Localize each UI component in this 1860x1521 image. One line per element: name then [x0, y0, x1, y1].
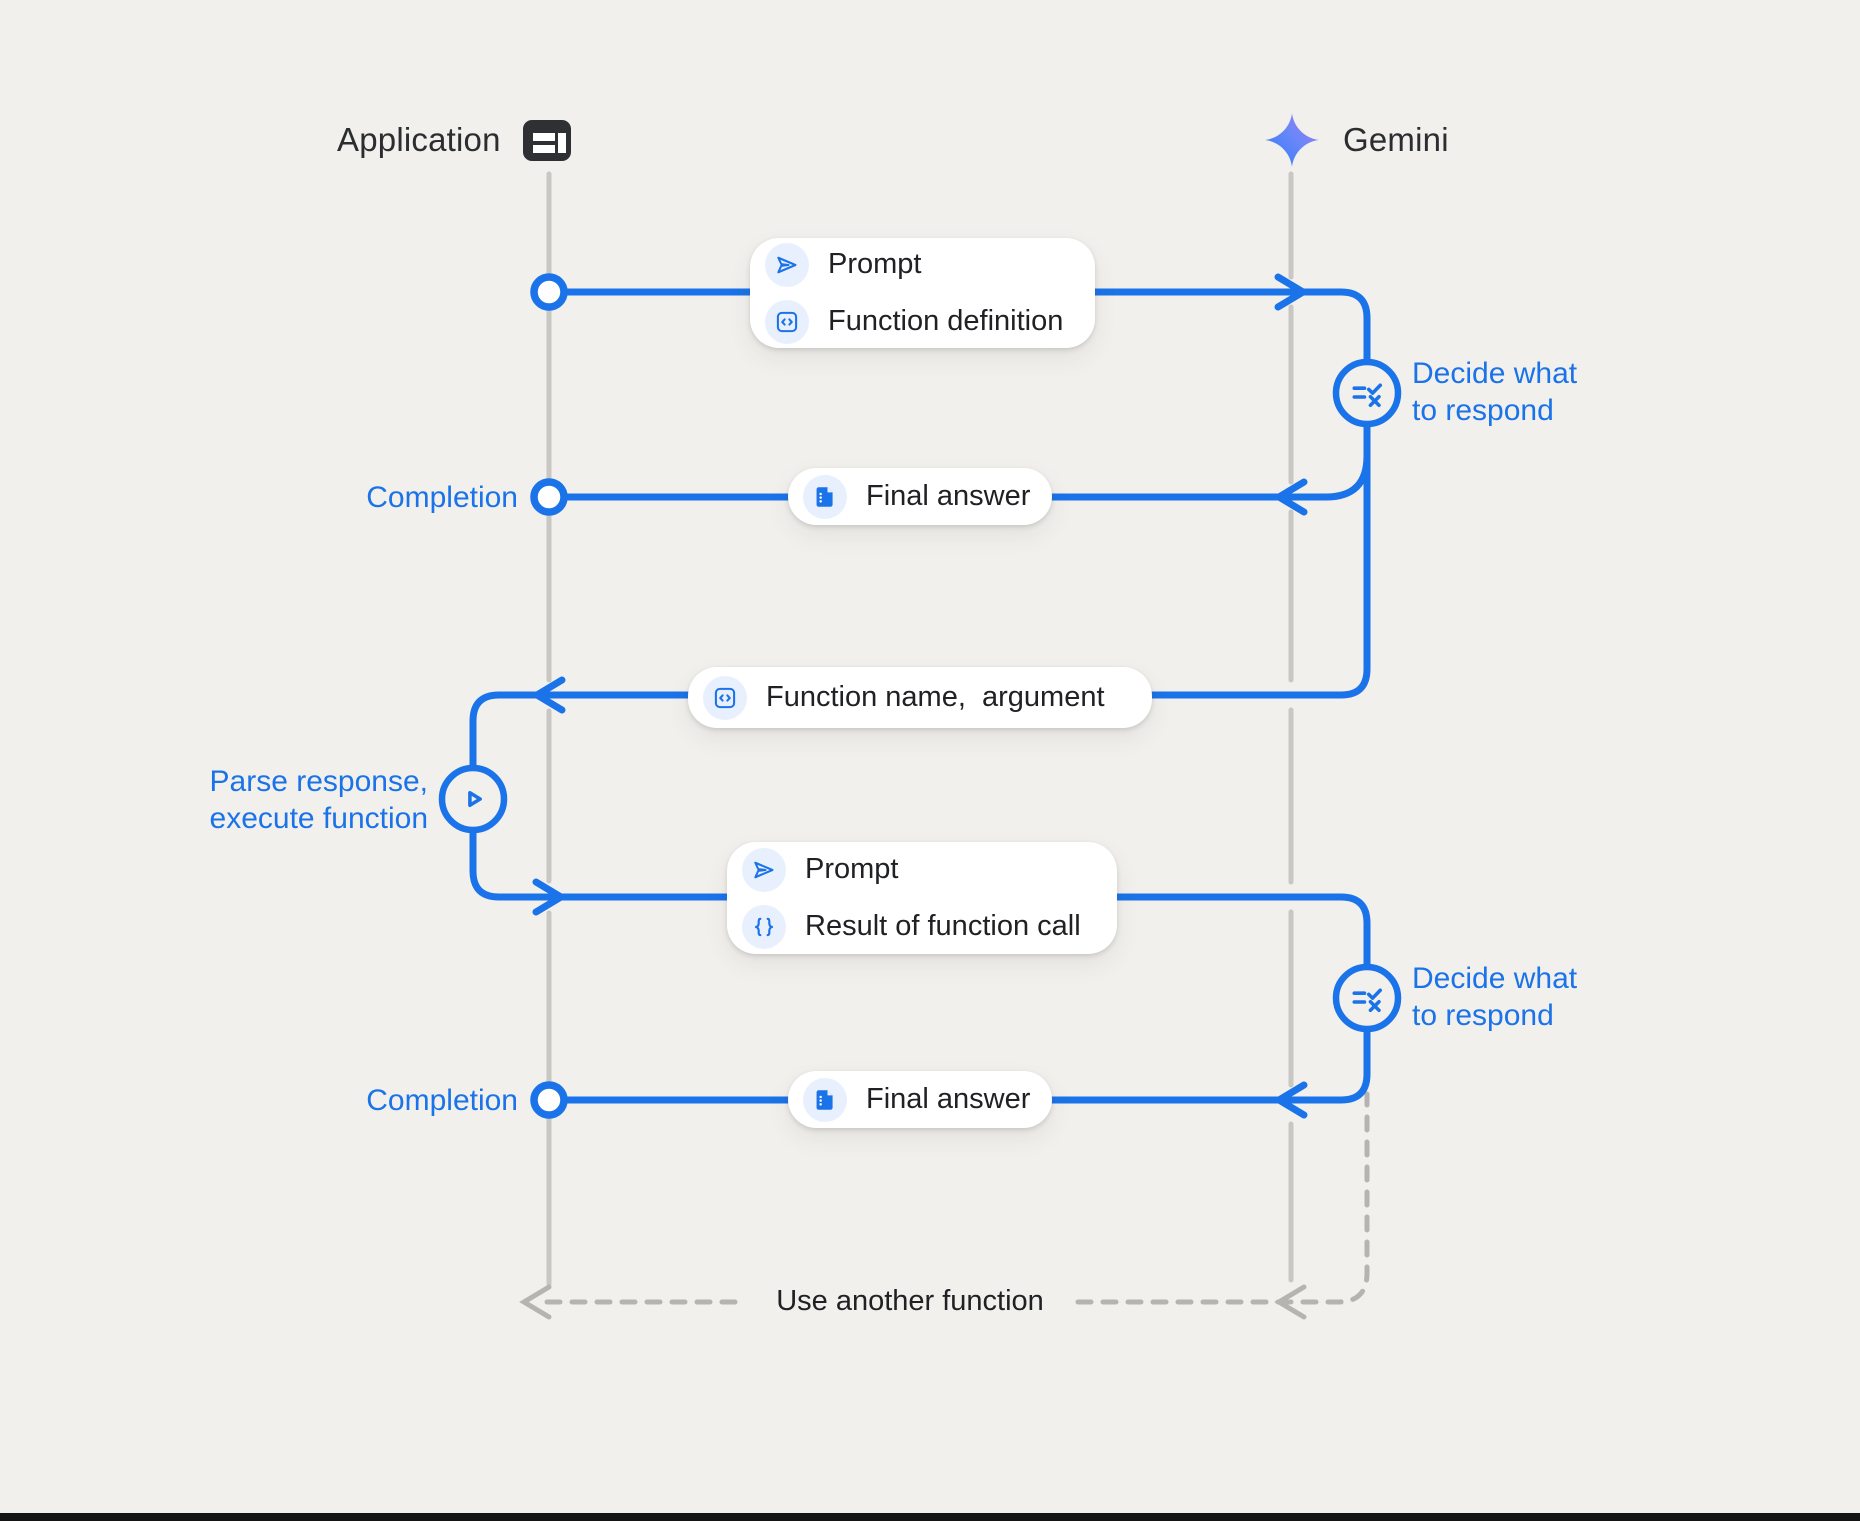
completion-ring-icon: [530, 478, 568, 516]
arrowhead-left-icon: [533, 676, 566, 714]
message-card-prompt-result: Prompt Result of function call: [727, 842, 1117, 954]
use-another-function-label: Use another function: [776, 1285, 1044, 1317]
card-row: Result of function call: [742, 904, 1091, 949]
message-card-final-answer-1: Final answer: [788, 468, 1052, 525]
decide-node-1: [1332, 358, 1402, 428]
arrowhead-left-icon: [1275, 478, 1308, 516]
card-row: Final answer: [803, 474, 1030, 519]
message-card-prompt-function-definition: Prompt Function definition: [750, 238, 1095, 348]
completion-note-2: Completion: [366, 1084, 518, 1117]
message-label: Result of function call: [805, 910, 1081, 942]
actor-application: Application: [337, 112, 571, 168]
lifeline-rings: [530, 273, 568, 1119]
gemini-star-icon: [1265, 113, 1319, 167]
card-row: Function name, argument: [703, 675, 1126, 720]
send-icon: [765, 242, 809, 287]
code-icon: [703, 675, 747, 720]
decide-note-2: Decide what to respond: [1412, 962, 1578, 1032]
use-another-function-dashed-flow: [519, 1091, 1370, 1320]
rule-icon: [1352, 988, 1383, 1013]
message-label: Final answer: [866, 1083, 1031, 1115]
card-row: Final answer: [803, 1077, 1030, 1122]
document-icon: [803, 1077, 847, 1122]
play-icon: [468, 791, 482, 808]
parse-execute-node: [438, 764, 508, 834]
message-card-function-name-argument: Function name, argument: [688, 667, 1152, 728]
message-label: Final answer: [866, 480, 1031, 512]
arrowhead-right-icon: [1274, 273, 1307, 311]
completion-ring-icon: [530, 1081, 568, 1119]
decide-node-2: [1332, 963, 1402, 1033]
code-icon: [765, 299, 809, 344]
document-icon: [803, 474, 847, 519]
card-row: Prompt: [742, 847, 1091, 892]
app-window-icon: [522, 119, 571, 161]
message-label: Prompt: [828, 248, 922, 280]
dashed-arrowhead-left-icon: [1274, 1284, 1307, 1320]
arrowhead-right-icon: [532, 878, 565, 916]
arrowhead-left-icon: [1275, 1081, 1308, 1119]
message-label: Prompt: [805, 853, 899, 885]
message-label: Function name, argument: [766, 681, 1105, 713]
message-origin-ring-icon: [530, 273, 568, 311]
decide-note-1: Decide what to respond: [1412, 357, 1578, 427]
card-row: Prompt: [765, 242, 1069, 287]
braces-icon: [742, 904, 786, 949]
card-row: Function definition: [765, 299, 1069, 344]
message-card-final-answer-2: Final answer: [788, 1071, 1052, 1128]
completion-note-1: Completion: [366, 481, 518, 514]
rule-icon: [1352, 383, 1383, 408]
gemini-label: Gemini: [1343, 121, 1449, 158]
actor-gemini: Gemini: [1263, 112, 1449, 168]
send-icon: [742, 847, 786, 892]
application-label: Application: [337, 121, 501, 158]
dashed-arrowhead-left-icon: [519, 1284, 552, 1320]
message-label: Function definition: [828, 305, 1064, 337]
bottom-edge-bar: [0, 1513, 1860, 1521]
parse-execute-note: Parse response, execute function: [209, 765, 428, 835]
